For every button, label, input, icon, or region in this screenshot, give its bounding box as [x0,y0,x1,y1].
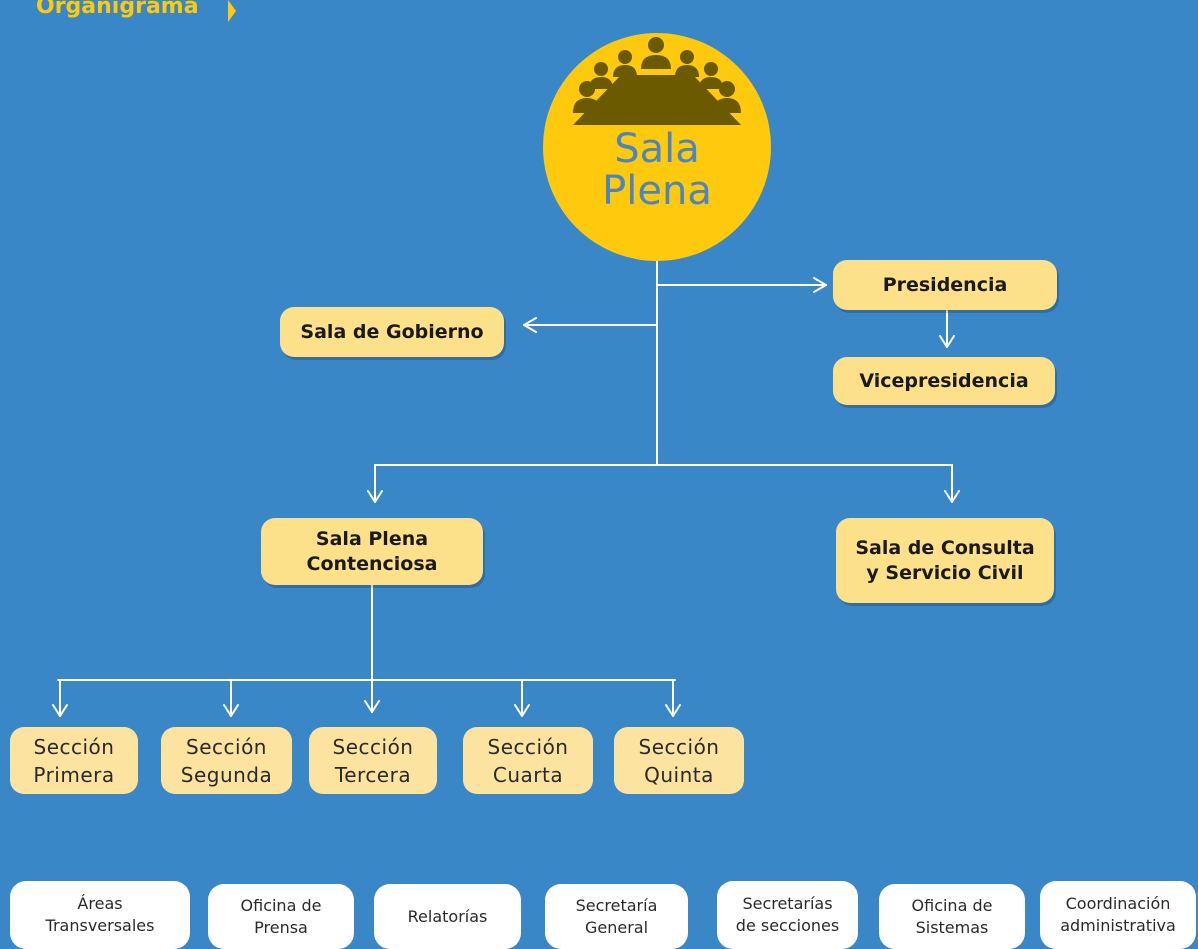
node-seccion-segunda[interactable]: Sección Segunda [161,727,292,794]
arrow-seccion-segunda [223,704,239,717]
node-presidencia[interactable]: Presidencia [833,260,1057,310]
node-sala-gobierno-label: Sala de Gobierno [300,320,484,343]
arrow-presidencia [813,277,827,293]
area-coordinacion-administrativa-label: Coordinación administrativa [1060,894,1176,935]
sala-plena-circle [543,33,771,261]
node-vicepresidencia[interactable]: Vicepresidencia [833,357,1055,405]
node-sala-plena-contenciosa[interactable]: Sala Plena Contenciosa [261,518,483,585]
arrow-seccion-primera [52,704,68,717]
area-relatorias[interactable]: Relatorías [374,884,521,949]
arrow-seccion-cuarta [514,704,530,717]
arrow-seccion-quinta [665,704,681,717]
area-oficina-sistemas-label: Oficina de Sistemas [911,895,993,937]
area-secretarias-secciones[interactable]: Secretarías de secciones [717,881,858,949]
node-seccion-quinta-label: Sección Quinta [638,734,720,787]
chevron-right-icon [228,0,236,22]
node-seccion-primera-label: Sección Primera [33,734,115,787]
node-seccion-quinta[interactable]: Sección Quinta [614,727,744,794]
arrow-sala-consulta [944,490,960,503]
node-seccion-cuarta[interactable]: Sección Cuarta [463,727,593,794]
sala-plena-label: Sala Plena [602,126,712,214]
area-oficina-prensa-label: Oficina de Prensa [240,895,322,937]
arrow-sala-plena-contenciosa [367,490,383,503]
area-transversales-label: Áreas Transversales [45,894,155,935]
node-presidencia-label: Presidencia [882,273,1008,296]
area-transversales[interactable]: Áreas Transversales [10,881,190,949]
node-seccion-primera[interactable]: Sección Primera [10,727,138,794]
node-vicepresidencia-label: Vicepresidencia [859,369,1029,392]
node-sala-consulta[interactable]: Sala de Consulta y Servicio Civil [836,518,1054,603]
node-seccion-tercera-label: Sección Tercera [332,734,414,787]
area-oficina-prensa[interactable]: Oficina de Prensa [208,884,354,949]
area-secretaria-general[interactable]: Secretaría General [545,884,688,949]
page-title: Organigrama [36,0,199,19]
node-sala-gobierno[interactable]: Sala de Gobierno [280,307,504,357]
area-relatorias-label: Relatorías [407,906,488,926]
arrow-sala-gobierno [523,317,537,333]
area-coordinacion-administrativa[interactable]: Coordinación administrativa [1040,881,1196,949]
node-seccion-tercera[interactable]: Sección Tercera [309,727,437,794]
meeting-table-people-icon [573,37,741,125]
area-secretarias-secciones-label: Secretarías de secciones [735,894,840,935]
area-oficina-sistemas[interactable]: Oficina de Sistemas [879,884,1025,949]
node-seccion-cuarta-label: Sección Cuarta [487,734,569,787]
arrow-seccion-tercera [364,700,380,713]
node-sala-plena-contenciosa-label: Sala Plena Contenciosa [306,527,438,575]
node-seccion-segunda-label: Sección Segunda [180,734,273,787]
area-secretaria-general-label: Secretaría General [575,895,658,937]
arrow-vicepresidencia [939,335,955,348]
node-sala-consulta-label: Sala de Consulta y Servicio Civil [855,536,1035,584]
